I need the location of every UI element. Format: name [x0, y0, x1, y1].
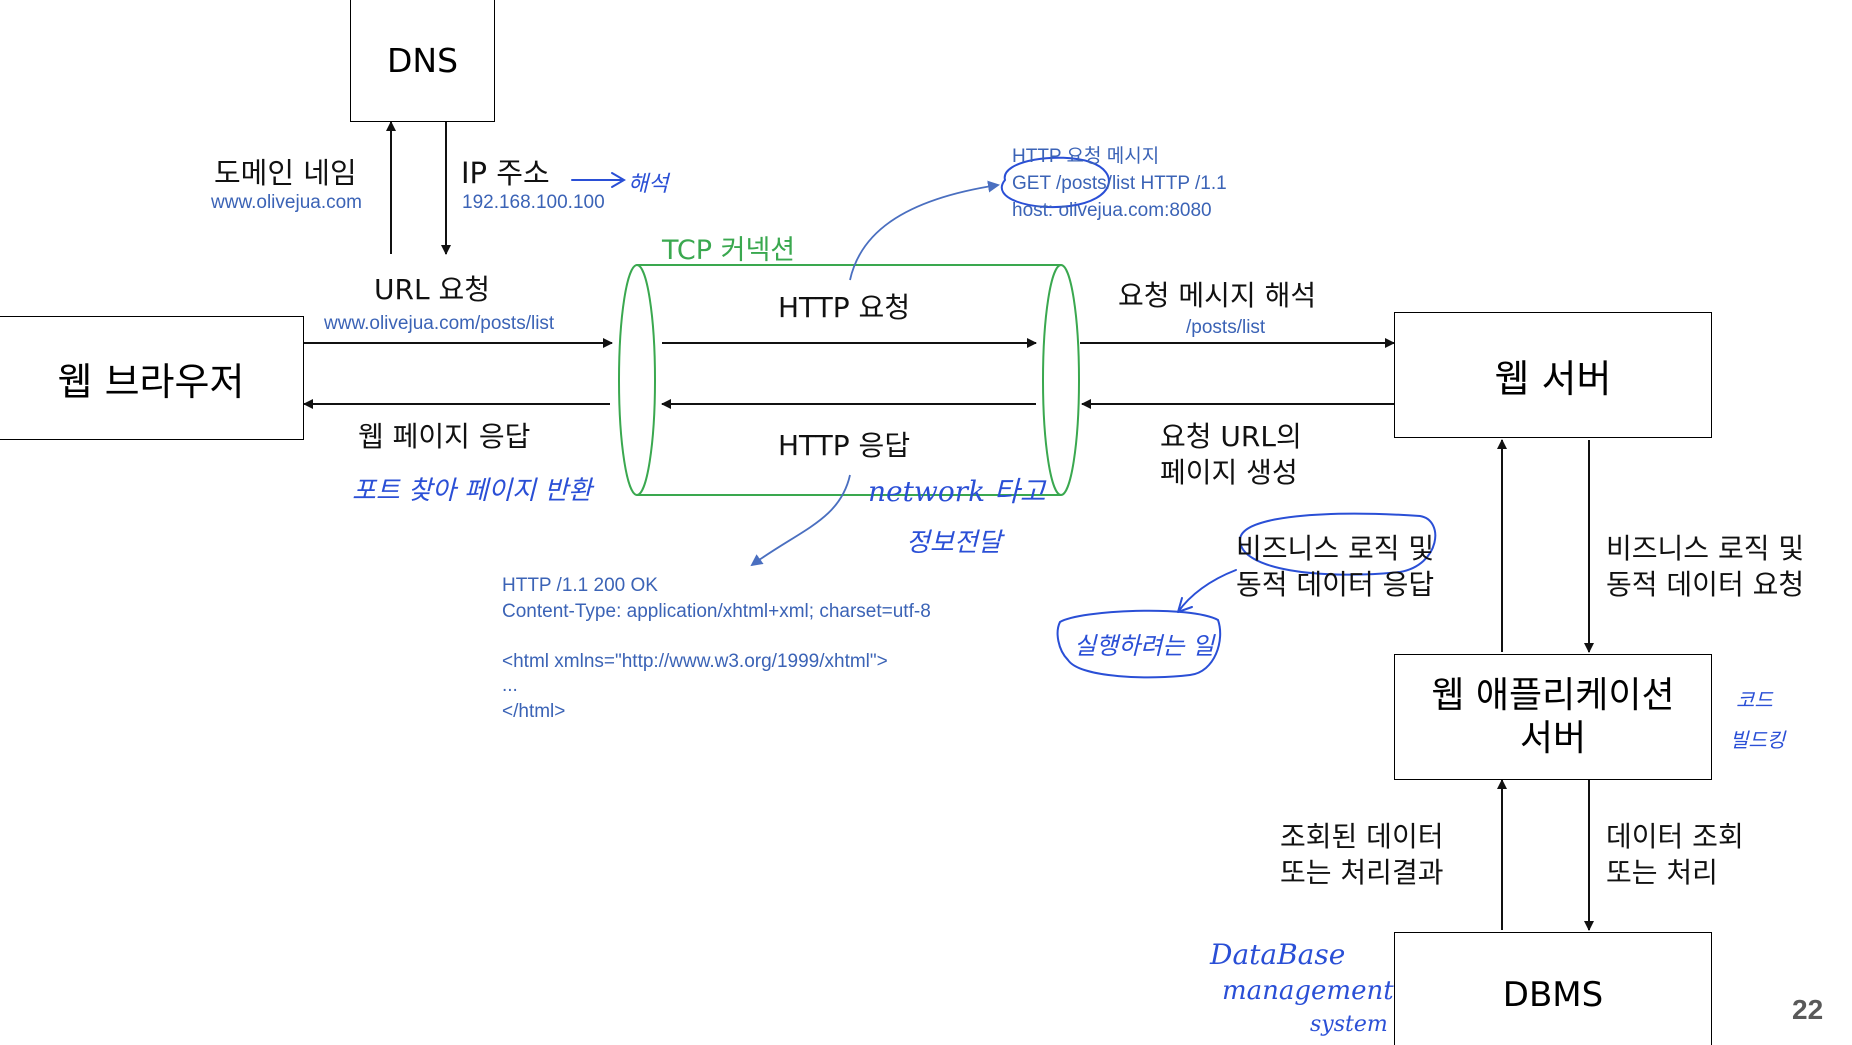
get-circle: [1000, 156, 1110, 209]
response-message-line4: ...: [502, 675, 518, 696]
was-label-line2: 서버: [1519, 718, 1587, 759]
ip-note: 해석: [628, 172, 669, 197]
tcp-pipe: [618, 264, 1080, 496]
request-message-line2: GET /posts/list HTTP /1.1: [1012, 173, 1227, 194]
dns-node: DNS: [350, 0, 495, 122]
http-request-label: HTTP 요청: [778, 291, 911, 324]
url-request-label: URL 요청: [374, 273, 490, 306]
biz-note-box: [1056, 609, 1222, 679]
biz-circle: [1238, 512, 1437, 576]
data-query-label-line1: 데이터 조회: [1606, 820, 1744, 853]
browser-node: 웹 브라우저: [0, 316, 304, 440]
was-note-line1: 코드: [1736, 688, 1773, 712]
generate-page-label-line2: 페이지 생성: [1160, 456, 1298, 489]
data-query-label-line2: 또는 처리: [1606, 856, 1718, 889]
ip-note-arrow: [571, 172, 626, 188]
response-message-line5: </html>: [502, 701, 566, 722]
ip-example: 192.168.100.100: [462, 192, 605, 213]
biz-response-label-line2: 동적 데이터 응답: [1236, 568, 1435, 601]
web-server-node: 웹 서버: [1394, 312, 1712, 438]
biz-note-arrow: [1177, 569, 1237, 613]
biz-request-label-line1: 비즈니스 로직 및: [1606, 532, 1805, 565]
request-message-line3: host: olivejua.com:8080: [1012, 200, 1212, 221]
was-node: 웹 애플리케이션 서버: [1394, 654, 1712, 780]
response-message-line3: <html xmlns="http://www.w3.org/1999/xhtm…: [502, 651, 888, 672]
request-message-line1: HTTP 요청 메시지: [1012, 146, 1160, 167]
biz-note: 실행하려는 일: [1074, 632, 1215, 660]
url-example: www.olivejua.com/posts/list: [324, 313, 555, 334]
page-number: 22: [1792, 994, 1824, 1025]
http-response-label: HTTP 응답: [778, 429, 911, 462]
response-message-line1: HTTP /1.1 200 OK: [502, 575, 658, 596]
generate-page-label-line1: 요청 URL의: [1160, 420, 1302, 453]
web-server-label: 웹 서버: [1494, 356, 1612, 401]
queried-data-label-line2: 또는 처리결과: [1280, 856, 1444, 889]
ip-address-label: IP 주소: [461, 156, 550, 190]
biz-response-label-line1: 비즈니스 로직 및: [1236, 532, 1435, 565]
queried-data-label-line1: 조회된 데이터: [1280, 820, 1444, 853]
network-note-line1: network 타고: [868, 475, 1046, 508]
response-message-line2: Content-Type: application/xhtml+xml; cha…: [502, 601, 931, 622]
dbms-note-line3: system: [1310, 1012, 1388, 1037]
domain-name-label: 도메인 네임: [214, 156, 357, 190]
was-note-line2: 빌드킹: [1730, 728, 1786, 752]
web-page-response-label: 웹 페이지 응답: [358, 420, 531, 453]
was-label-line1: 웹 애플리케이션: [1431, 674, 1675, 716]
dns-label: DNS: [386, 40, 459, 80]
domain-example: www.olivejua.com: [211, 192, 362, 213]
dbms-note-line2: management: [1222, 976, 1394, 1006]
network-note-line2: 정보전달: [906, 528, 1002, 558]
biz-request-label-line2: 동적 데이터 요청: [1606, 568, 1805, 601]
tcp-connection-label: TCP 커넥션: [662, 235, 796, 266]
dbms-note-line1: DataBase: [1210, 938, 1346, 971]
callout-request-arrow: [849, 180, 1000, 281]
browser-note: 포트 찾아 페이지 반환: [352, 476, 593, 506]
dbms-node: DBMS: [1394, 932, 1712, 1045]
browser-label: 웹 브라우저: [57, 359, 245, 404]
parse-request-label: 요청 메시지 해석: [1118, 279, 1317, 312]
parse-example: /posts/list: [1186, 317, 1266, 338]
callout-response-arrow: [750, 474, 851, 567]
dbms-label: DBMS: [1502, 975, 1604, 1015]
